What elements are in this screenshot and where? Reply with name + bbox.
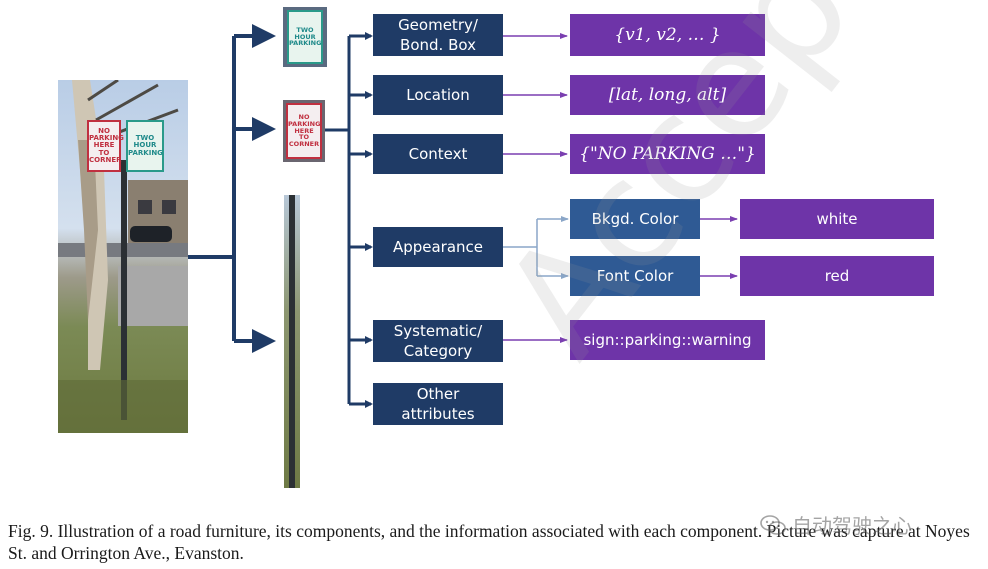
photo-illustration	[58, 80, 188, 433]
systematic-box: Systematic/ Category	[373, 320, 503, 362]
context-value-box: {"NO PARKING …"}	[570, 134, 765, 174]
two-hour-parking-sign: TWO HOUR PARKING	[126, 120, 164, 172]
location-box: Location	[373, 75, 503, 115]
geometry-value: {v1, v2, … }	[614, 25, 721, 45]
two-hour-parking-sign-text: TWO HOUR PARKING	[128, 133, 163, 157]
crop-pole-post	[289, 195, 295, 488]
location-label: Location	[406, 86, 470, 104]
systematic-value: sign::parking::warning	[583, 331, 752, 349]
appearance-branch-connector	[503, 216, 569, 279]
location-value: [lat, long, alt]	[608, 85, 727, 105]
photo-to-crops-connector	[188, 24, 276, 353]
wechat-icon	[760, 514, 786, 535]
other-attributes-label: Other attributes	[401, 385, 475, 423]
bkgd-color-value-box: white	[740, 199, 934, 239]
font-color-box: Font Color	[570, 256, 700, 296]
wechat-label: 自动驾驶之心	[792, 514, 912, 538]
geometry-label: Geometry/ Bond. Box	[398, 16, 478, 54]
crop-to-components-connector	[325, 32, 373, 408]
crop-green-sign: TWO HOUR PARKING	[283, 7, 327, 67]
appearance-label: Appearance	[392, 238, 484, 256]
crop-green-sign-face: TWO HOUR PARKING	[287, 10, 323, 64]
systematic-value-box: sign::parking::warning	[570, 320, 765, 360]
font-color-value-box: red	[740, 256, 934, 296]
font-color-label: Font Color	[596, 267, 674, 285]
crop-red-sign-face: NO PARKING HERE TO CORNER	[286, 103, 322, 159]
systematic-label: Systematic/ Category	[393, 322, 483, 360]
no-parking-sign-text: NO PARKING HERE TO CORNER	[89, 126, 124, 165]
geometry-box: Geometry/ Bond. Box	[373, 14, 503, 56]
wechat-watermark: 自动驾驶之心	[760, 510, 912, 539]
context-box: Context	[373, 134, 503, 174]
bkgd-color-label: Bkgd. Color	[591, 210, 679, 228]
crop-red-sign-text: NO PARKING HERE TO CORNER	[288, 112, 321, 149]
appearance-box: Appearance	[373, 227, 503, 267]
no-parking-sign: NO PARKING HERE TO CORNER	[87, 120, 124, 172]
bkgd-color-box: Bkgd. Color	[570, 199, 700, 239]
bkgd-color-value: white	[816, 210, 858, 228]
figure-caption: Fig. 9. Illustration of a road furniture…	[8, 521, 970, 563]
crop-pole	[284, 195, 300, 488]
font-color-value: red	[824, 267, 850, 285]
geometry-value-box: {v1, v2, … }	[570, 14, 765, 56]
context-value: {"NO PARKING …"}	[579, 144, 756, 164]
component-to-value-arrows	[503, 33, 738, 343]
other-attributes-box: Other attributes	[373, 383, 503, 425]
location-value-box: [lat, long, alt]	[570, 75, 765, 115]
crop-green-sign-text: TWO HOUR PARKING	[289, 25, 322, 48]
road-furniture-photo: NO PARKING HERE TO CORNER TWO HOUR PARKI…	[58, 80, 188, 433]
crop-red-sign: NO PARKING HERE TO CORNER	[283, 100, 325, 162]
context-label: Context	[408, 145, 468, 163]
